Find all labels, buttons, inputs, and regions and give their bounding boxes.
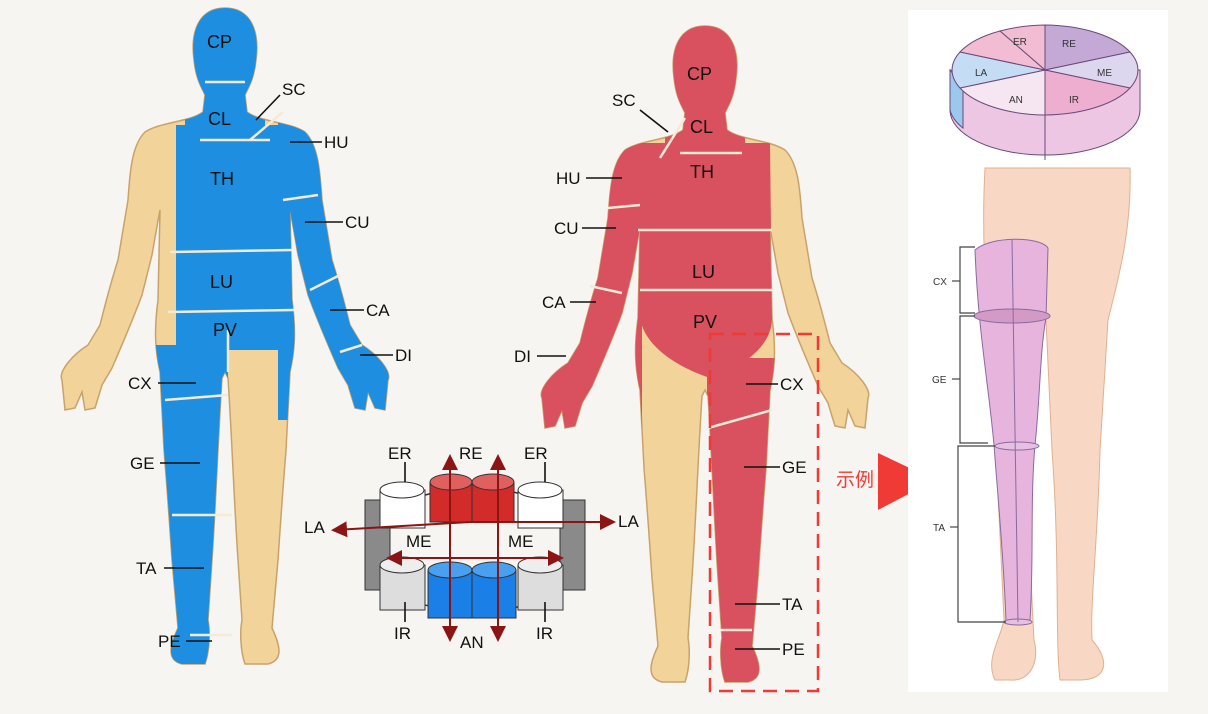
detail-panel: ER RE LA ME AN IR CX GE TA — [908, 10, 1168, 692]
ring-label-er-left: ER — [388, 444, 412, 463]
front-view-figure: CP CL TH LU PV — [540, 25, 870, 683]
label-cu: CU — [554, 219, 579, 238]
pie-label-ir: IR — [1069, 95, 1079, 106]
segment-label-cp: CP — [207, 32, 232, 52]
ring-label-ir-right: IR — [536, 624, 553, 643]
example-arrow: 示例 — [836, 453, 935, 510]
label-ge: GE — [782, 458, 807, 477]
segment-label-cl: CL — [208, 109, 231, 129]
pie-label-la: LA — [975, 68, 988, 79]
segment-label-lu: LU — [210, 272, 233, 292]
label-hu: HU — [324, 133, 349, 152]
label-cx: CX — [780, 375, 804, 394]
label-hu: HU — [556, 169, 581, 188]
segment-label-lu: LU — [692, 262, 715, 282]
ring-label-ir-left: IR — [394, 624, 411, 643]
front-figure-labels: SC HU CU CA DI CX GE TA PE — [514, 91, 807, 659]
label-sc: SC — [282, 80, 306, 99]
rotation-ring-diagram: ER RE ER LA LA ME ME IR AN IR — [304, 444, 639, 652]
label-pe: PE — [158, 632, 181, 651]
pie-label-er: ER — [1013, 37, 1027, 48]
label-sc: SC — [612, 91, 636, 110]
ring-label-la-right: LA — [618, 512, 639, 531]
label-cx: CX — [128, 374, 152, 393]
label-ca: CA — [542, 293, 566, 312]
pie-label-an: AN — [1009, 95, 1023, 106]
pie-label-me: ME — [1097, 68, 1112, 79]
label-cu: CU — [345, 213, 370, 232]
segment-label-cp: CP — [687, 64, 712, 84]
pie-label-re: RE — [1062, 39, 1076, 50]
ring-label-me-right: ME — [508, 532, 534, 551]
segment-pie-diagram — [949, 24, 1141, 160]
segment-label-pv: PV — [693, 312, 717, 332]
label-ta: TA — [782, 595, 803, 614]
label-ca: CA — [366, 301, 390, 320]
leg-illustration — [973, 167, 1131, 681]
segment-label-th: TH — [210, 169, 234, 189]
leg-label-ta: TA — [933, 523, 945, 534]
ring-label-re: RE — [459, 444, 483, 463]
segment-brackets — [950, 246, 1006, 623]
ring-label-la-left: LA — [304, 518, 325, 537]
segment-label-pv: PV — [213, 320, 237, 340]
triangle-arrow-icon — [878, 453, 935, 510]
segment-label-th: TH — [690, 162, 714, 182]
label-ta: TA — [136, 559, 157, 578]
leg-label-cx: CX — [933, 277, 947, 288]
ring-label-me-left: ME — [406, 532, 432, 551]
highlight-dashed-box — [708, 332, 820, 693]
ring-label-an: AN — [460, 633, 484, 652]
example-label: 示例 — [836, 469, 874, 491]
label-ge: GE — [130, 454, 155, 473]
label-pe: PE — [782, 640, 805, 659]
label-di: DI — [395, 346, 412, 365]
leg-label-ge: GE — [932, 375, 947, 386]
back-view-figure: CP CL TH LU PV SC HU CU CA DI CX GE TA P… — [60, 7, 412, 665]
ring-label-er-right: ER — [524, 444, 548, 463]
label-di: DI — [514, 347, 531, 366]
segment-label-cl: CL — [690, 117, 713, 137]
